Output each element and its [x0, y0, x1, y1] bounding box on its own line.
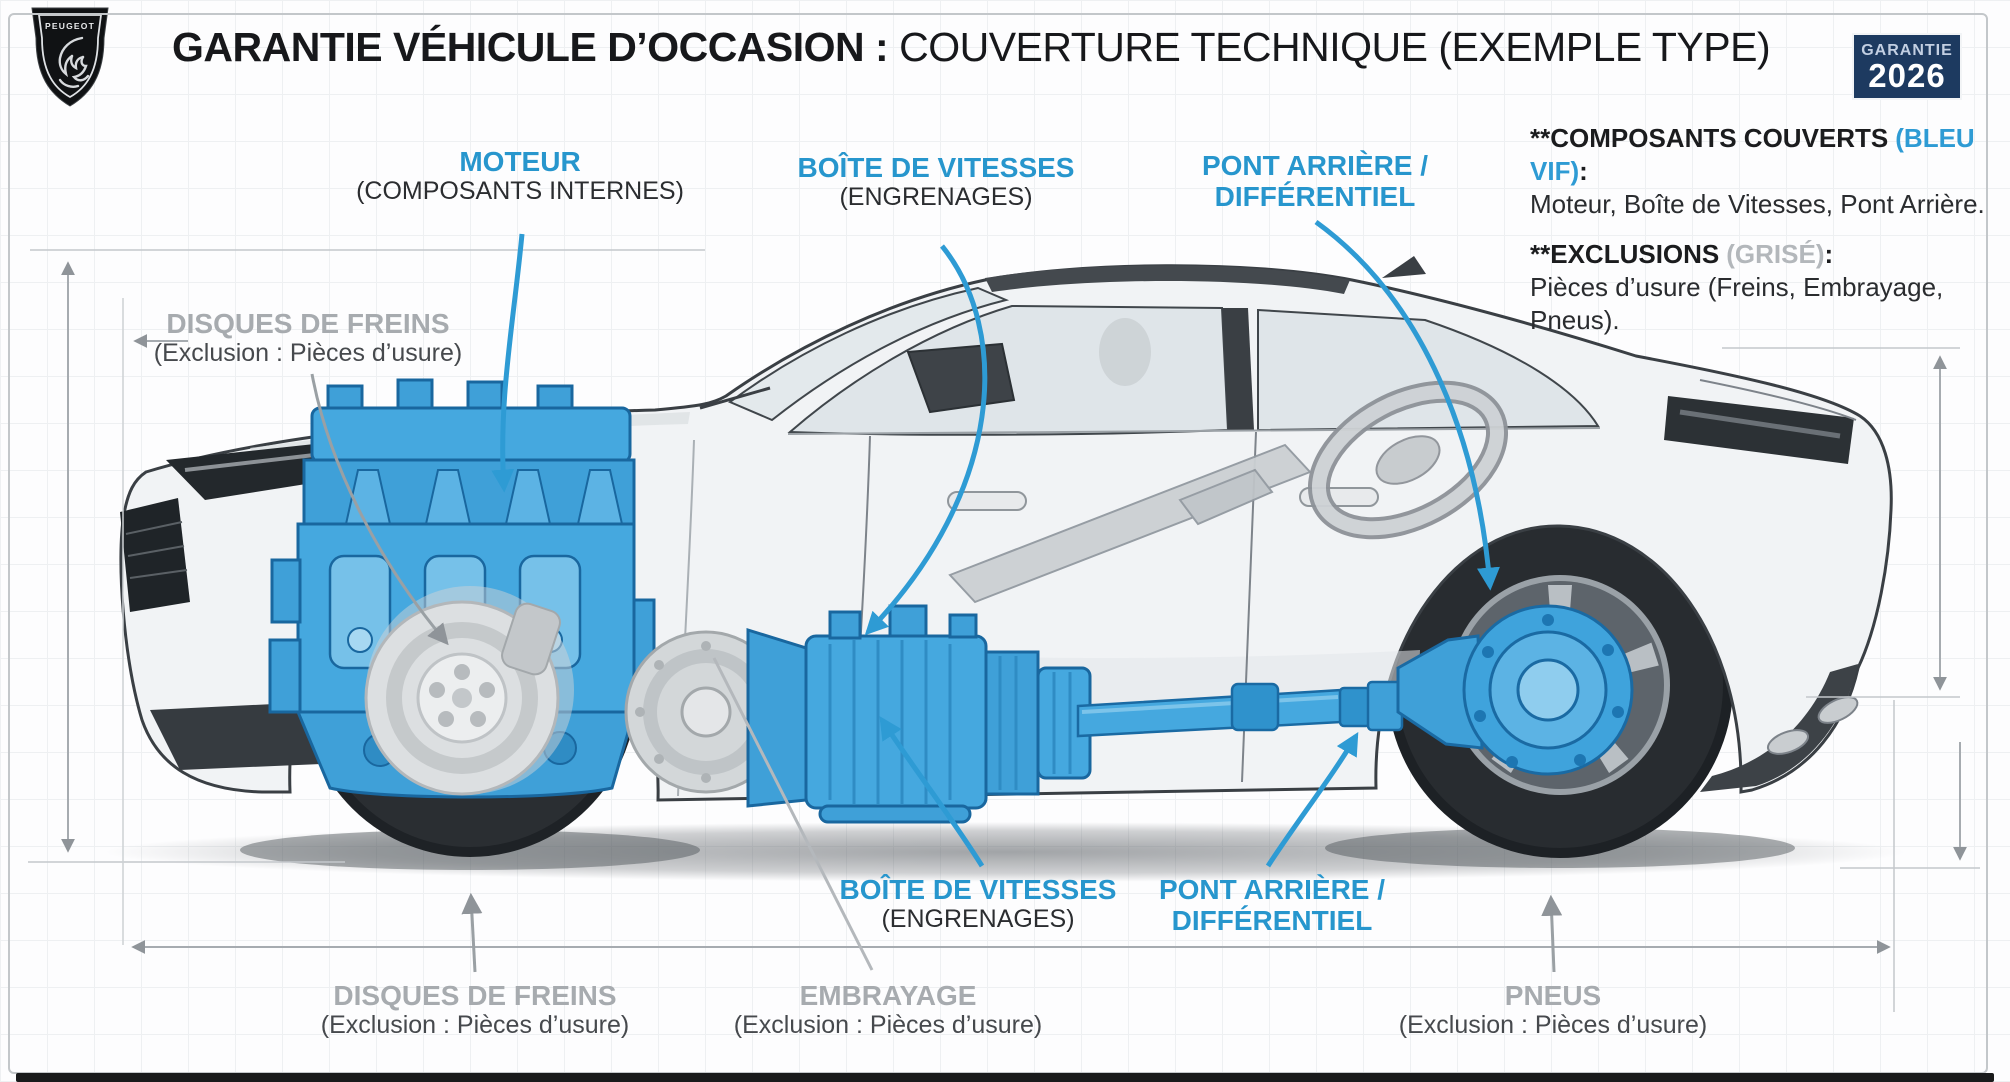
callout-arrows [310, 219, 1563, 973]
title-rest: COUVERTURE TECHNIQUE (EXEMPLE TYPE) [888, 24, 1771, 70]
footer-bar [16, 1073, 1994, 1082]
title-strong: GARANTIE VÉHICULE D’OCCASION : [172, 24, 889, 70]
driveshaft-highlight [1076, 680, 1404, 738]
callout-tires-bottom: PNEUS (Exclusion : Pièces d’usure) [1398, 980, 1708, 1040]
peugeot-wordmark: PEUGEOT [45, 21, 95, 31]
callout-engine: MOTEUR (COMPOSANTS INTERNES) [356, 146, 684, 206]
callout-rear-axle-top: PONT ARRIÈRE / DIFFÉRENTIEL [1201, 150, 1429, 213]
legend-covered-heading: **COMPOSANTS COUVERTS(BLEU VIF): [1530, 123, 1975, 186]
callout-brakes-top: DISQUES DE FREINS (Exclusion : Pièces d’… [153, 308, 463, 368]
steering-column [948, 380, 1509, 604]
legend: **COMPOSANTS COUVERTS(BLEU VIF): Moteur,… [1530, 122, 2000, 337]
differential-highlight [1396, 604, 1634, 776]
callout-clutch-bottom: EMBRAYAGE (Exclusion : Pièces d’usure) [733, 980, 1043, 1040]
dimension-lines [28, 249, 1980, 1012]
badge-label: GARANTIE [1861, 42, 1953, 59]
legend-covered-items: Moteur, Boîte de Vitesses, Pont Arrière. [1530, 189, 1985, 219]
legend-excluded-items: Pièces d’usure (Freins, Embrayage, Pneus… [1530, 272, 1944, 335]
legend-excluded-highlight: (GRISÉ) [1726, 239, 1825, 269]
ground-shadow [105, 822, 1905, 882]
callout-brakes-bottom: DISQUES DE FREINS (Exclusion : Pièces d’… [320, 980, 630, 1040]
brake-disc [364, 586, 574, 796]
callout-gearbox-top: BOÎTE DE VITESSES (ENGRENAGES) [797, 152, 1075, 212]
callout-rear-axle-bottom: PONT ARRIÈRE / DIFFÉRENTIEL [1158, 874, 1386, 937]
page-title: GARANTIE VÉHICULE D’OCCASION : COUVERTUR… [172, 24, 1852, 71]
badge-year: 2026 [1868, 57, 1946, 94]
door-handle [947, 491, 1027, 511]
legend-covered-highlight: (BLEU VIF) [1530, 123, 1975, 186]
legend-excluded-heading: **EXCLUSIONS(GRISÉ): [1530, 239, 1834, 269]
callout-gearbox-bottom: BOÎTE DE VITESSES (ENGRENAGES) [839, 874, 1117, 934]
warranty-badge: GARANTIE 2026 [1852, 33, 1962, 100]
peugeot-logo: PEUGEOT [31, 7, 109, 107]
peugeot-lion-icon [58, 36, 90, 88]
